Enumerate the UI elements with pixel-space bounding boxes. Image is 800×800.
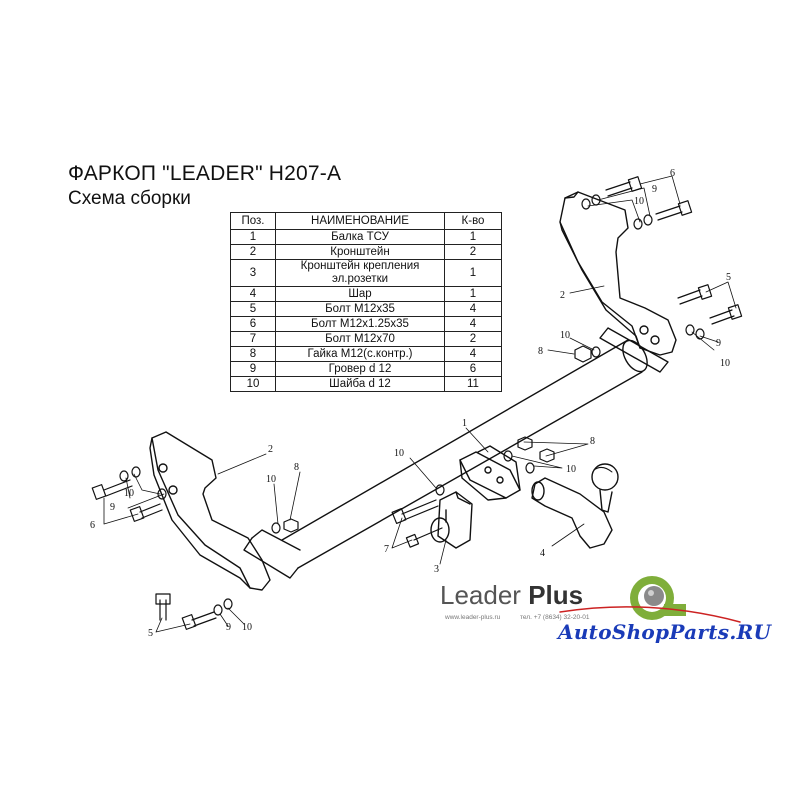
- callout-1: 1: [462, 418, 467, 429]
- socket-bracket: [430, 491, 473, 549]
- callout-10-center: 10: [566, 464, 576, 475]
- row-pos: 10: [230, 376, 276, 392]
- row-name: Шайба d 12: [275, 376, 445, 392]
- callout-2-left: 2: [268, 444, 273, 455]
- left-bracket: [149, 431, 271, 591]
- callout-9-side: 9: [716, 338, 721, 349]
- ball-mount: [531, 463, 619, 549]
- brand-phone: тел. +7 (8634) 32-20-01: [520, 614, 590, 621]
- callout-8-center: 8: [590, 436, 595, 447]
- right-bracket: [559, 191, 677, 356]
- callout-9-right: 9: [652, 184, 657, 195]
- callout-6-left: 6: [90, 520, 95, 531]
- callout-numbers: 1 2 2 3 4 5 5 6 6 7 8 8 8 9 9 9 9 10 10 …: [90, 168, 731, 639]
- leader-plus-logo-icon: [559, 576, 741, 623]
- callout-10-side: 10: [720, 358, 730, 369]
- brand-bold: Plus: [528, 580, 584, 610]
- row-name: Кронштейн крепления эл.розетки: [275, 259, 445, 287]
- callout-10-bottom: 10: [242, 622, 252, 633]
- brand-logo: Leader Plus: [440, 580, 583, 611]
- callout-9-left: 9: [110, 502, 115, 513]
- callout-7: 7: [384, 544, 389, 555]
- diagram-subtitle: Схема сборки: [68, 188, 191, 209]
- brand-website: www.leader-plus.ru: [445, 614, 501, 621]
- watermark: AutoShopParts.RU: [558, 620, 772, 644]
- diagram-title: ФАРКОП "LEADER" H207-A: [68, 162, 342, 185]
- callout-3: 3: [434, 564, 439, 575]
- callout-4: 4: [540, 548, 545, 559]
- row-qty: 1: [444, 259, 502, 287]
- row-name: Гровер d 12: [275, 361, 445, 377]
- callout-6-right: 6: [670, 168, 675, 179]
- callout-5-bottom: 5: [148, 628, 153, 639]
- callout-8-middle: 8: [538, 346, 543, 357]
- row-qty: 4: [444, 316, 502, 332]
- leader-lines: [103, 175, 737, 633]
- callout-2-right: 2: [560, 290, 565, 301]
- main-beam: [243, 327, 669, 579]
- fasteners: [91, 176, 743, 630]
- callout-10-right: 10: [634, 196, 644, 207]
- hitch-plate: [459, 445, 521, 501]
- callout-10-middle: 10: [560, 330, 570, 341]
- callout-8-left: 8: [294, 462, 299, 473]
- callout-10-socket: 10: [394, 448, 404, 459]
- row-qty: 11: [444, 376, 502, 392]
- callout-10-left: 10: [124, 488, 134, 499]
- callout-5-right: 5: [726, 272, 731, 283]
- brand-light: Leader: [440, 580, 521, 610]
- callout-10-beam: 10: [266, 474, 276, 485]
- row-qty: 1: [444, 286, 502, 302]
- callout-9-bottom: 9: [226, 622, 231, 633]
